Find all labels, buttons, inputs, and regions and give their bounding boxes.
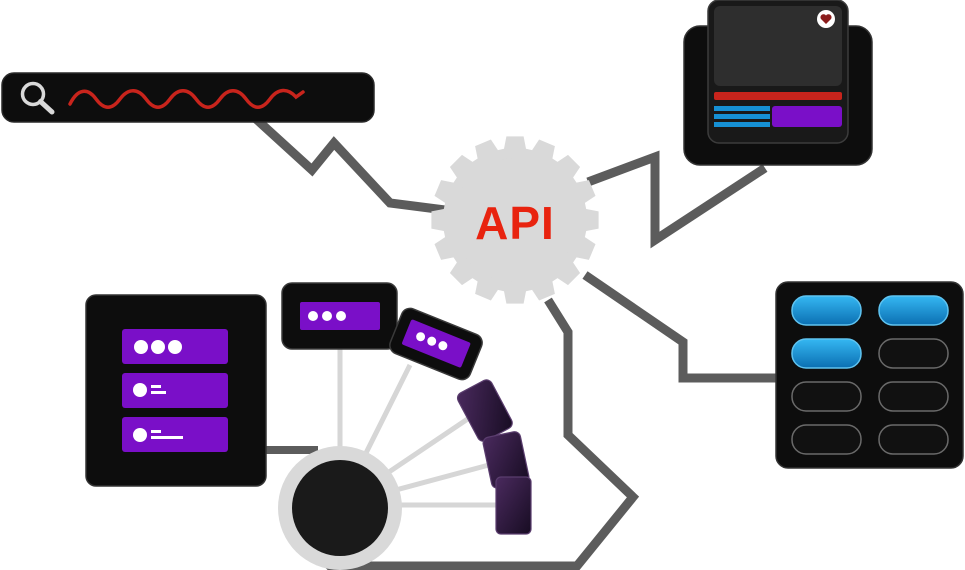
- circle-icon[interactable]: [278, 446, 402, 570]
- connector-card: [586, 150, 768, 249]
- button-grid-panel: [775, 281, 964, 469]
- radial-tile[interactable]: [495, 476, 532, 535]
- dots-icon: [134, 340, 182, 354]
- search-bar[interactable]: [1, 72, 375, 123]
- radial-tile[interactable]: [455, 378, 514, 444]
- search-squiggle: [68, 88, 305, 109]
- grid-button-active[interactable]: [791, 295, 862, 326]
- dots-icon: [308, 311, 346, 321]
- card-text-line: [714, 122, 770, 127]
- dot-lines-icon: [133, 383, 166, 397]
- radial-menu: [278, 282, 532, 570]
- grid-button[interactable]: [878, 424, 949, 455]
- grid-button[interactable]: [878, 338, 949, 369]
- search-icon[interactable]: [20, 81, 55, 115]
- media-card-stack[interactable]: [683, 0, 873, 166]
- button-grid-bg: [775, 281, 964, 469]
- list-panel: [85, 294, 267, 487]
- grid-button[interactable]: [791, 381, 862, 412]
- dots-icon: [416, 332, 448, 351]
- grid-button[interactable]: [791, 424, 862, 455]
- dot-lines-icon: [133, 428, 183, 442]
- card-action-button[interactable]: [772, 106, 842, 127]
- card-text-line: [714, 106, 770, 111]
- list-item[interactable]: [122, 329, 228, 364]
- gear-inner: [453, 158, 577, 282]
- card-title-bar: [714, 92, 842, 100]
- grid-button-active[interactable]: [791, 338, 862, 369]
- radial-tile[interactable]: [387, 306, 485, 383]
- radial-tile[interactable]: [281, 282, 398, 350]
- grid-button[interactable]: [878, 381, 949, 412]
- list-item[interactable]: [122, 373, 228, 408]
- connector-search: [251, 114, 446, 215]
- grid-button-active[interactable]: [878, 295, 949, 326]
- search-bar-bg: [1, 72, 375, 123]
- list-item[interactable]: [122, 417, 228, 452]
- card-image: [714, 6, 842, 86]
- api-label: API: [475, 197, 555, 249]
- grid-buttons: [791, 295, 949, 455]
- connector-button-grid: [582, 271, 780, 383]
- api-hub[interactable]: API: [431, 136, 599, 304]
- card-text-line: [714, 114, 770, 119]
- heart-icon[interactable]: [817, 10, 835, 28]
